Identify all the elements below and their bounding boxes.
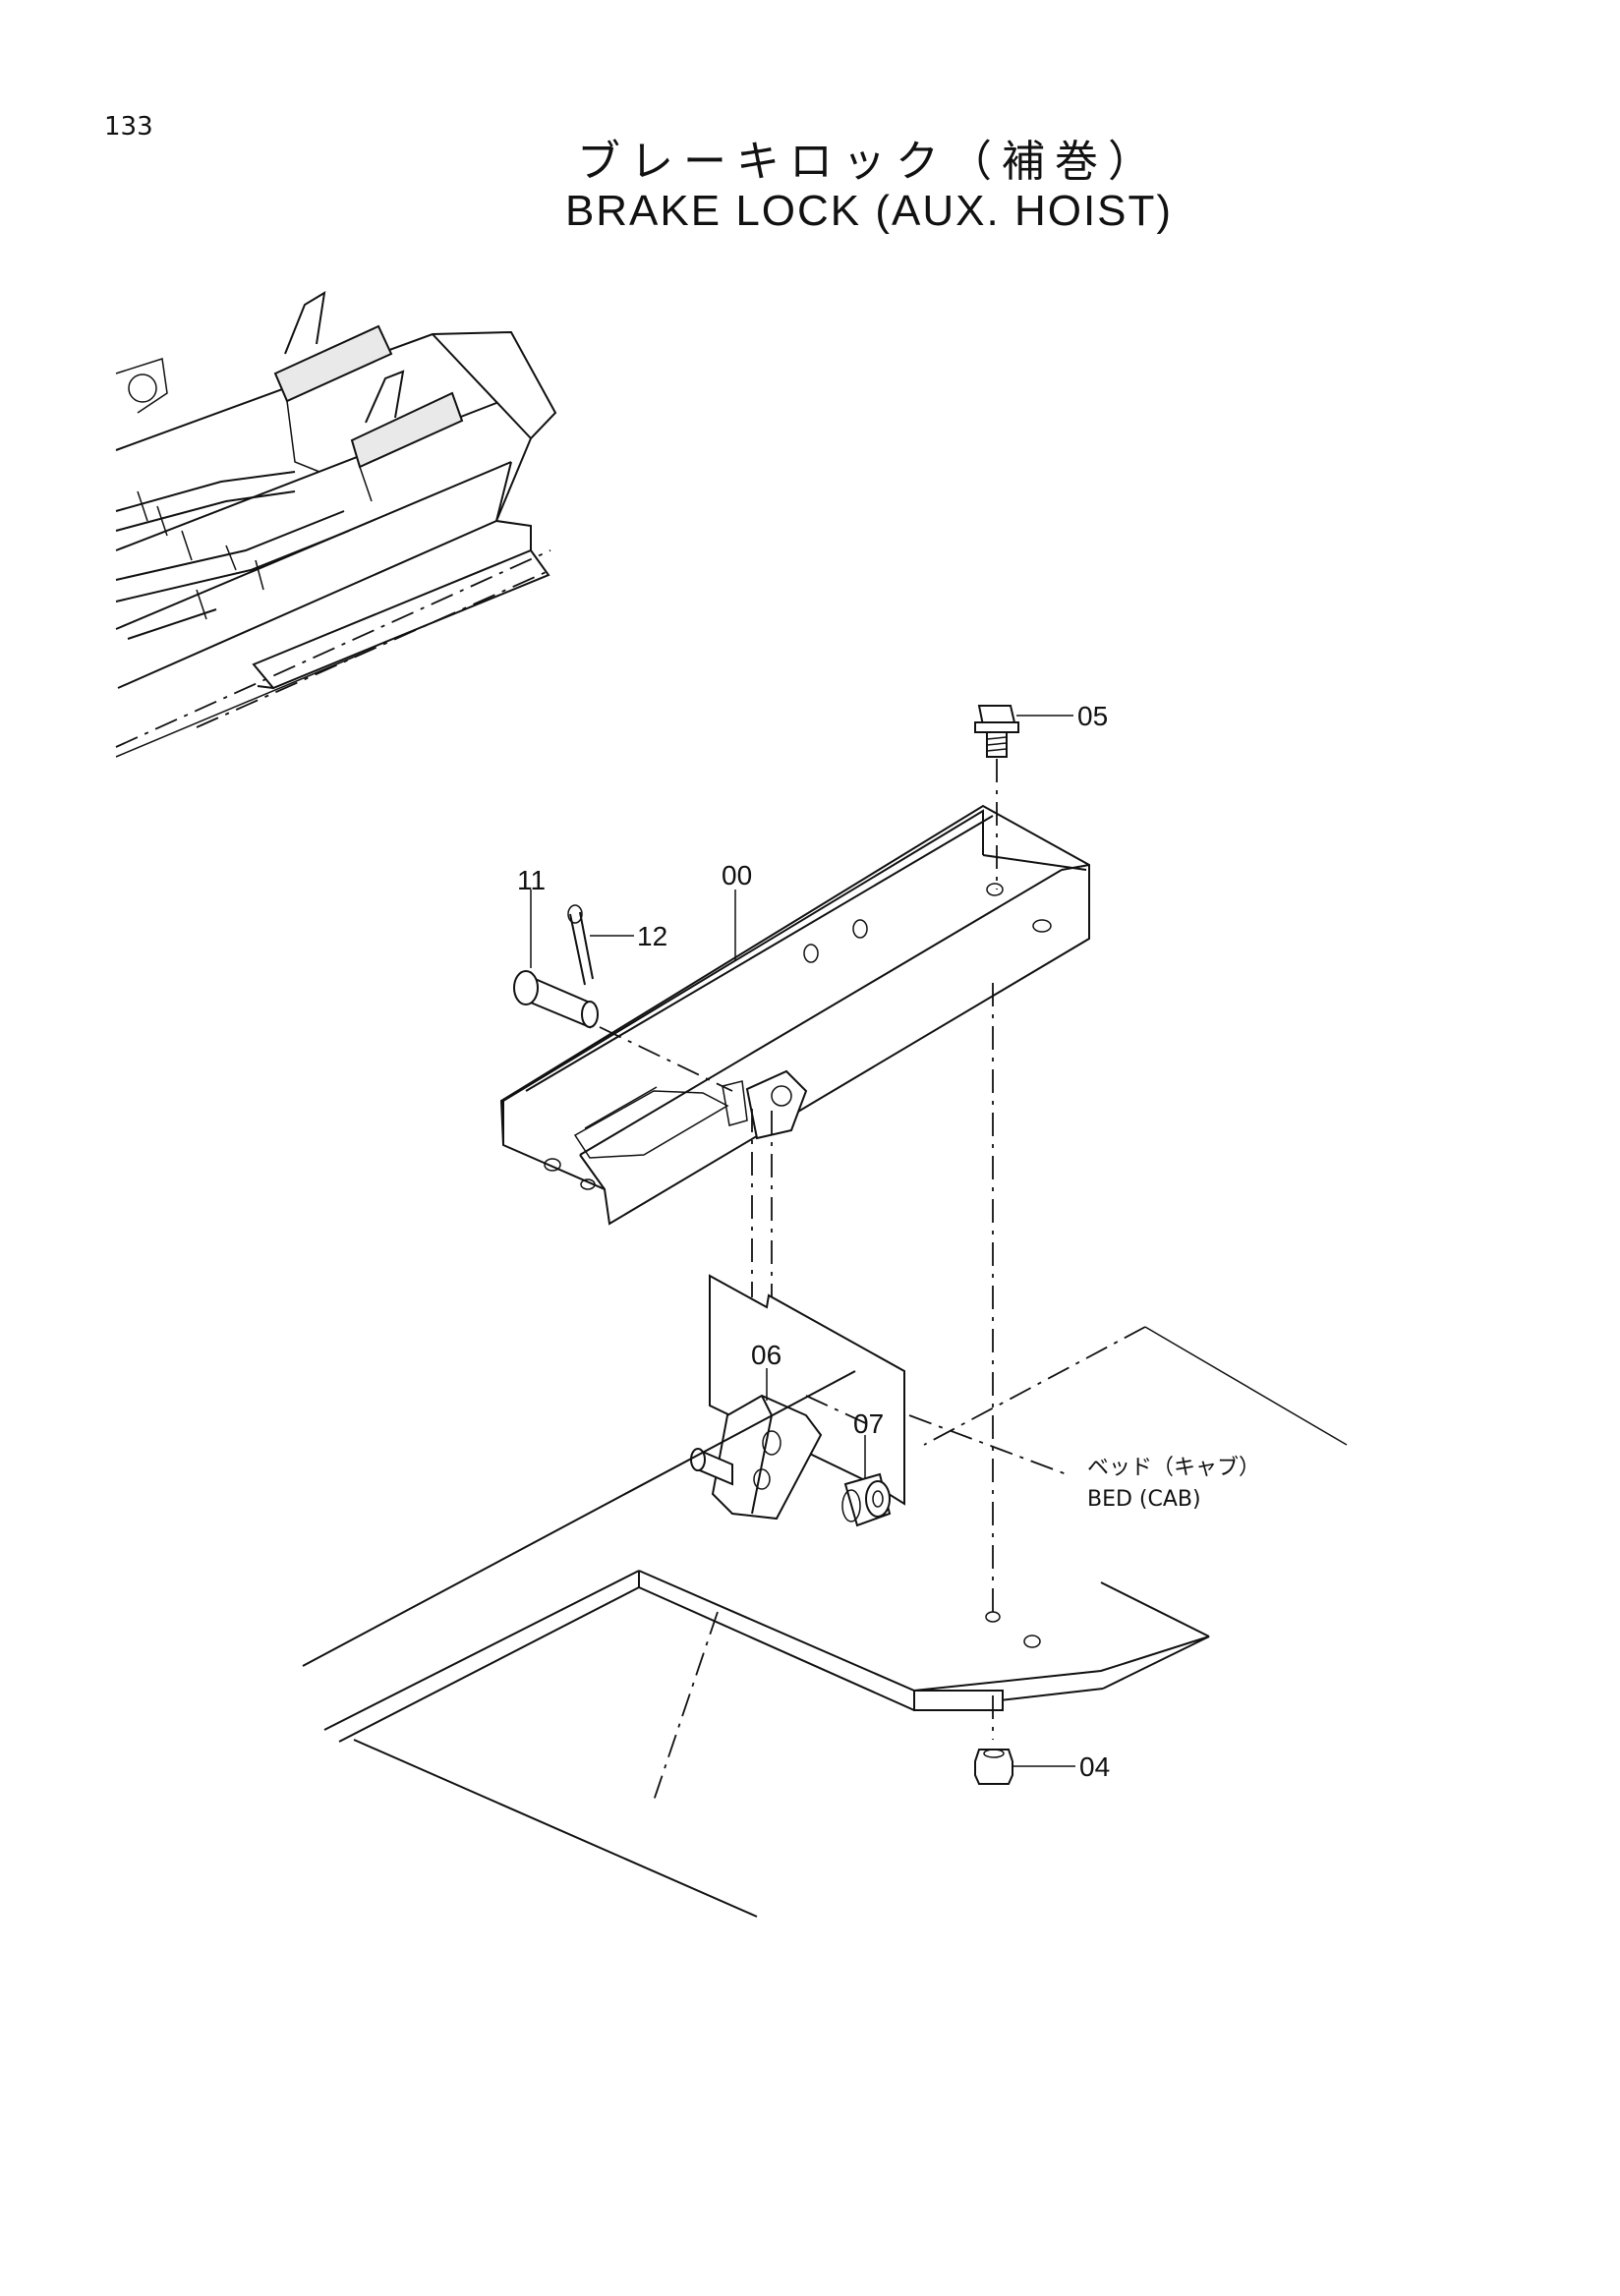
bushing-part-07 [841,1472,892,1527]
callout-04: 04 [1079,1751,1110,1782]
bed-label-english: BED (CAB) [1087,1487,1201,1512]
bracket-part-06 [690,1394,823,1521]
brake-lock-bracket [499,804,1090,1226]
title-japanese: ブレーキロック（補巻） [577,137,1161,187]
callout-07: 07 [853,1408,884,1439]
context-view-pedals [115,291,557,758]
title-english: BRAKE LOCK (AUX. HOIST) [564,187,1174,235]
callout-12: 12 [637,921,667,951]
leader-lines [530,715,1075,1767]
callout-11: 11 [517,865,546,895]
nut-part-04 [974,1749,1013,1785]
callout-06: 06 [751,1340,781,1370]
bolt-part-05 [974,705,1019,890]
cotter-pin-part-12 [567,904,594,986]
callout-00: 00 [722,860,752,890]
bed-cab-plate [302,983,1348,1918]
pin-part-11 [513,970,733,1092]
bed-label-japanese: ベッド（キャブ） [1087,1456,1260,1480]
page-number: 133 [104,112,153,142]
callout-05: 05 [1077,701,1108,731]
